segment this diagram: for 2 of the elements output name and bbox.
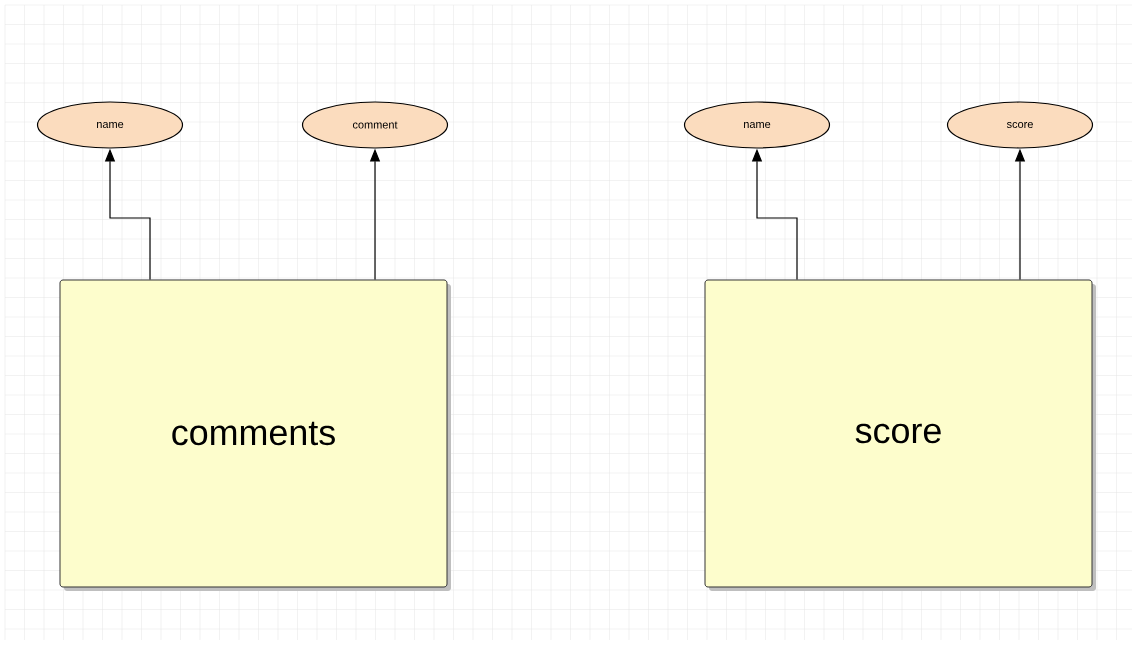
entity-box: comments [59, 279, 451, 591]
entity-box: score [704, 279, 1096, 591]
